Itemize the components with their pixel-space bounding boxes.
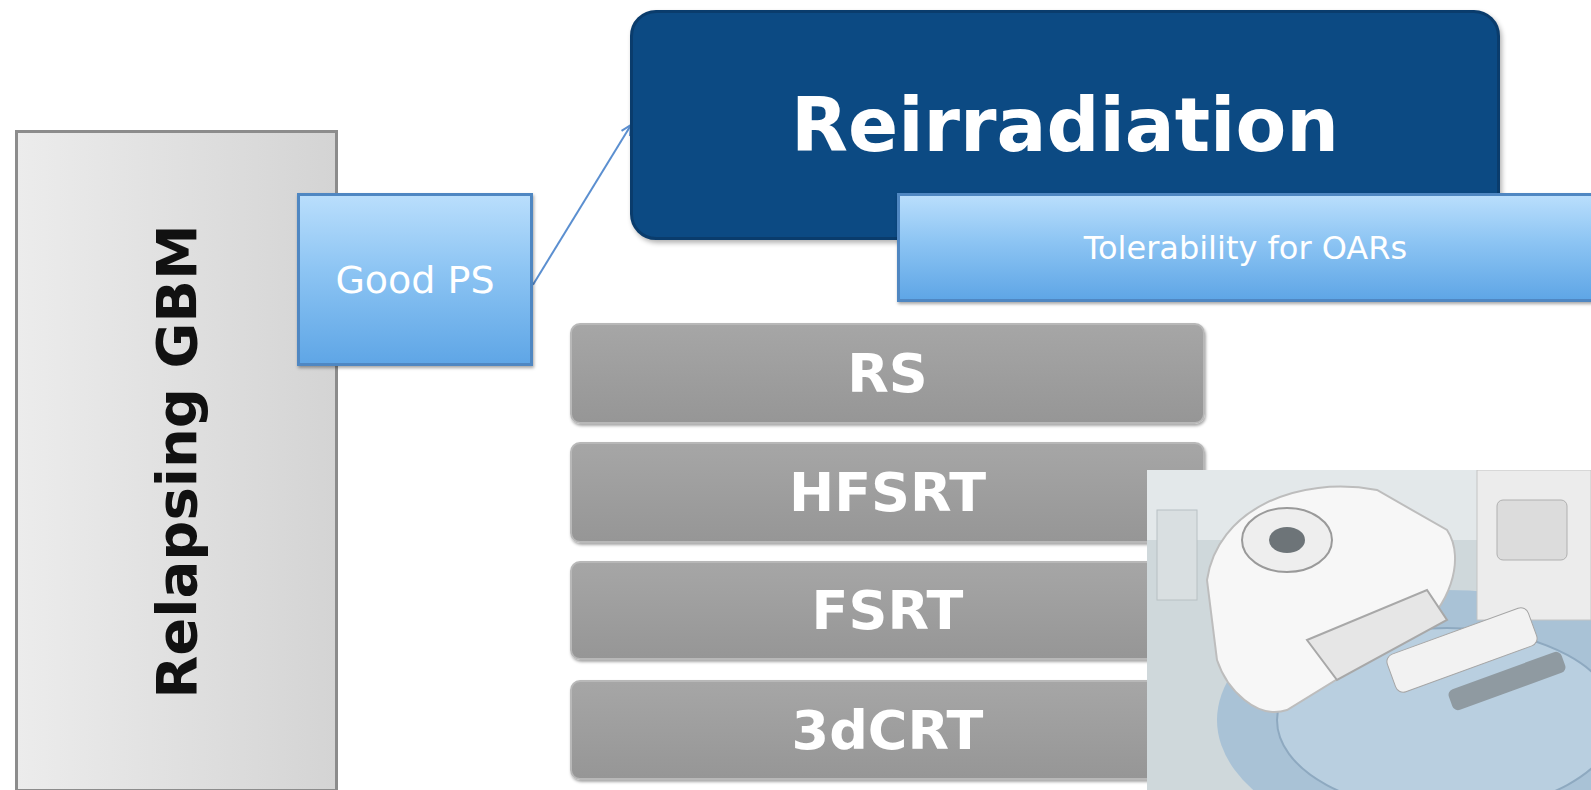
technique-bar: HFSRT	[570, 442, 1205, 543]
node-label: Good PS	[335, 258, 494, 302]
flow-arrow	[533, 125, 631, 285]
technique-bar: FSRT	[570, 561, 1205, 660]
linac-photo	[1147, 470, 1591, 790]
node-label: Reirradiation	[791, 82, 1339, 168]
node-label: HFSRT	[789, 461, 986, 524]
node-label: 3dCRT	[792, 699, 984, 762]
node-label: FSRT	[812, 579, 964, 642]
criterion-box: Good PS	[297, 193, 533, 366]
technique-bar: 3dCRT	[570, 680, 1205, 780]
node-label: Relapsing GBM	[144, 224, 209, 699]
condition-box: Relapsing GBM	[15, 130, 338, 790]
constraint-bar: Tolerability for OARs	[897, 193, 1591, 302]
technique-bar: RS	[570, 323, 1205, 424]
node-label: RS	[847, 342, 927, 405]
node-label: Tolerability for OARs	[1084, 229, 1407, 267]
